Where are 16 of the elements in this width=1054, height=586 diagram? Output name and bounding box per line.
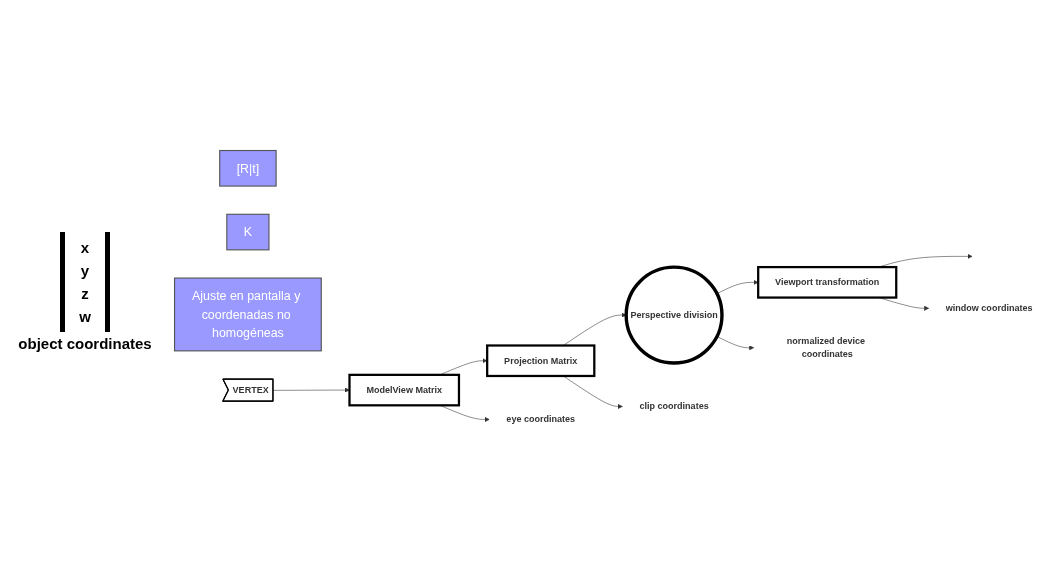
node-box: Viewport transformation bbox=[757, 266, 898, 300]
vector-component: z bbox=[81, 284, 89, 302]
node-circle: Perspective division bbox=[624, 265, 724, 366]
node-text: clip coordinates bbox=[639, 401, 709, 412]
node-text: eye coordinates bbox=[506, 414, 576, 425]
node-box: Ajuste en pantalla y coordenadas no homogéneas bbox=[173, 277, 322, 352]
node-box: Projection Matrix bbox=[486, 344, 596, 378]
node-box: ModelView Matrix bbox=[348, 374, 461, 407]
vector-component: y bbox=[80, 261, 90, 279]
coordinate-label: object coordinates bbox=[18, 334, 152, 352]
node-text: normalized device coordinates bbox=[786, 336, 866, 360]
node-box: [R|t] bbox=[219, 150, 277, 188]
node-box: K bbox=[226, 214, 270, 251]
vector-component: x bbox=[80, 238, 90, 256]
vector-component: w bbox=[79, 307, 91, 325]
node-text: window coordinates bbox=[945, 303, 1033, 314]
